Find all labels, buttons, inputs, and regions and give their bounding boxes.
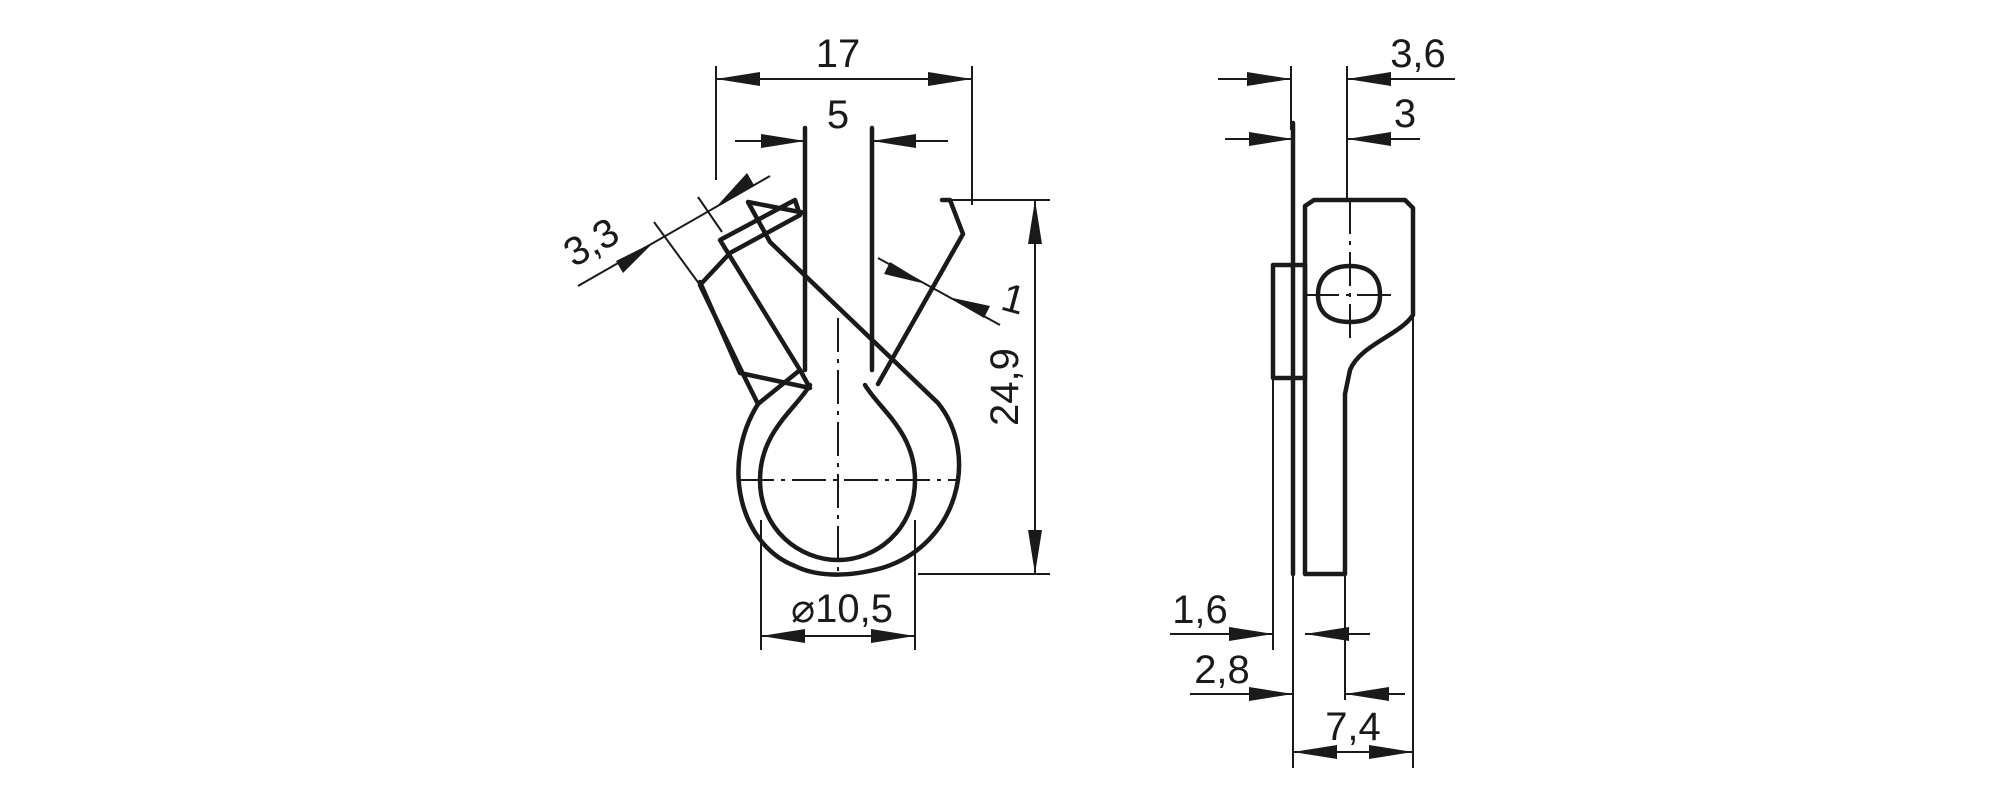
side-body bbox=[1302, 197, 1416, 577]
dim-bottom-offset: 2,8 bbox=[1194, 648, 1250, 692]
arrow-5-left bbox=[761, 134, 805, 148]
arrow-24-9-bottom bbox=[1028, 530, 1042, 574]
left-tab bbox=[697, 197, 813, 407]
ext-line-3-3-b bbox=[697, 196, 723, 233]
side-view: 3,6 3 1,6 2,8 7,4 bbox=[1170, 32, 1455, 768]
arrow-5-right bbox=[872, 134, 916, 148]
dim-slot-width: 5 bbox=[827, 93, 849, 137]
arrow-3-3-b bbox=[717, 173, 754, 206]
arrow-3-3-a bbox=[616, 242, 654, 273]
arrow-2-8-right bbox=[1345, 687, 1389, 701]
arrow-24-9-top bbox=[1028, 200, 1042, 244]
arrow-3-6-right bbox=[1347, 72, 1391, 86]
dim-tab-offset: 3,3 bbox=[556, 210, 626, 276]
dim-overall-depth: 7,4 bbox=[1325, 705, 1381, 749]
arrow-1-6-right bbox=[1305, 627, 1349, 641]
dim-hole-diameter: ⌀10,5 bbox=[791, 587, 893, 631]
arrow-1-6-left bbox=[1229, 627, 1273, 641]
arrow-2-8-left bbox=[1249, 687, 1293, 701]
ext-line-3-3-a bbox=[653, 221, 701, 286]
arrow-1-b bbox=[948, 297, 990, 318]
dim-bottom-thickness: 1,6 bbox=[1172, 588, 1228, 632]
arrow-1-a bbox=[884, 262, 926, 284]
dim-line-3-3 bbox=[577, 175, 771, 287]
arrow-7-4-left bbox=[1293, 745, 1337, 759]
arrow-dia-left bbox=[761, 629, 805, 643]
dim-material-thickness: 1 bbox=[997, 275, 1030, 323]
arrow-3-left bbox=[1249, 132, 1293, 146]
front-view: 17 5 3,3 1 24,9 ⌀10,5 bbox=[556, 32, 1050, 650]
clip-outer-profile bbox=[736, 199, 962, 577]
arrow-3-right bbox=[1347, 132, 1391, 146]
arrow-3-6-left bbox=[1247, 72, 1291, 86]
arrow-7-4-right bbox=[1369, 745, 1413, 759]
dim-top-inner: 3 bbox=[1394, 92, 1416, 136]
arrow-17-right bbox=[928, 72, 972, 86]
side-back-plate bbox=[1270, 262, 1308, 381]
dim-overall-width: 17 bbox=[816, 32, 861, 76]
dim-height: 24,9 bbox=[983, 348, 1027, 426]
dim-top-outer: 3,6 bbox=[1390, 32, 1446, 76]
arrow-dia-right bbox=[871, 629, 915, 643]
arrow-17-left bbox=[716, 72, 760, 86]
